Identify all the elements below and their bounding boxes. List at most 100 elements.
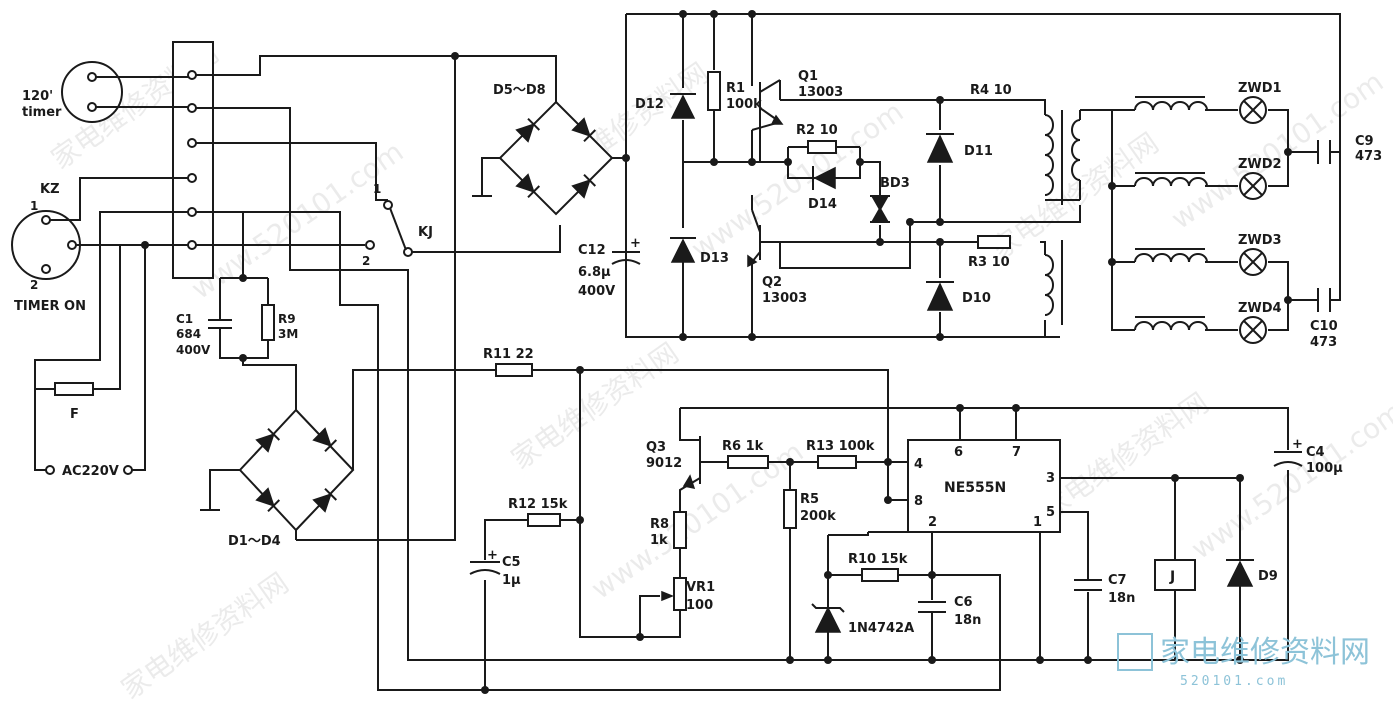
d11-label: D11	[964, 144, 993, 159]
c5-value: 1μ	[502, 573, 521, 588]
d12-label: D12	[635, 97, 664, 112]
zwd1-label: ZWD1	[1238, 81, 1282, 96]
r11-resistor: R11 22	[483, 347, 534, 377]
r8-label: R8	[650, 517, 669, 532]
kz-pin2: 2	[30, 278, 38, 292]
zwd4-label: ZWD4	[1238, 301, 1282, 316]
r9-value: 3M	[278, 327, 298, 341]
transformer	[1044, 110, 1081, 325]
bridge-d5-d8: D5～D8	[455, 55, 626, 216]
timer-label: timer	[22, 105, 62, 120]
control-wires	[484, 369, 1289, 690]
plus-sign: +	[487, 548, 498, 563]
lamp-zwd4: ZWD4	[1238, 301, 1282, 344]
ne555-ic: NE555N 4 8 6 7 3 5 2 1	[907, 439, 1061, 533]
ic-pin3: 3	[1046, 471, 1055, 486]
r8-value: 1k	[650, 533, 668, 548]
plus-sign: +	[630, 236, 641, 251]
ac-label: AC220V	[62, 464, 119, 479]
c9-value: 473	[1355, 149, 1382, 164]
watermark-text: 家电维修资料网	[985, 126, 1164, 265]
c10-label: C10	[1310, 319, 1338, 334]
q3-label: Q3	[646, 440, 666, 455]
c9-capacitor: C9 473	[1317, 134, 1382, 164]
r2-resistor: R2 10	[796, 123, 838, 154]
watermark-text: 家电维修资料网	[115, 566, 294, 705]
ic-pin7: 7	[1012, 445, 1021, 460]
c12-voltage: 400V	[578, 284, 615, 299]
c5-capacitor: + C5 1μ	[469, 548, 521, 588]
c9-label: C9	[1355, 134, 1374, 149]
d10-label: D10	[962, 291, 991, 306]
lamp-zwd1: ZWD1	[1238, 81, 1282, 124]
c1-voltage: 400V	[176, 343, 211, 357]
r12-label: R12 15k	[508, 497, 568, 512]
zener-label: 1N4742A	[848, 621, 914, 636]
q1-value: 13003	[798, 85, 843, 100]
q2-label: Q2	[762, 275, 782, 290]
relay-label: J	[1169, 569, 1175, 585]
ic-label: NE555N	[944, 480, 1006, 496]
r4-label: R4 10	[970, 83, 1012, 98]
watermark-text: www.520101.com	[1185, 395, 1393, 566]
plus-sign: +	[1292, 437, 1303, 452]
c6-label: C6	[954, 595, 973, 610]
ic-pin5: 5	[1046, 505, 1055, 520]
c4-capacitor: + C4 100μ	[1273, 437, 1343, 476]
d14-diode: D14	[808, 166, 837, 212]
q3-transistor: Q3 9012	[646, 436, 701, 489]
q1-label: Q1	[798, 69, 818, 84]
r1-value: 100k	[726, 97, 762, 112]
watermark-text: www.520101.com	[685, 95, 909, 266]
r5-resistor: R5 200k	[783, 489, 836, 529]
d13-diode: D13	[670, 237, 729, 266]
kj-pin1: 1	[373, 182, 381, 196]
c4-value: 100μ	[1306, 461, 1343, 476]
r6-resistor: R6 1k	[722, 439, 769, 469]
kj-label: KJ	[418, 225, 433, 240]
c7-label: C7	[1108, 573, 1127, 588]
ic-pin1: 1	[1033, 515, 1042, 530]
d1d4-label: D1～D4	[228, 534, 281, 549]
r3-label: R3 10	[968, 255, 1010, 270]
vr1-potentiometer: VR1 100	[661, 577, 715, 613]
c6-value: 18n	[954, 613, 981, 628]
relay-coil: J	[1154, 559, 1196, 591]
zener-1n4742a: 1N4742A	[811, 603, 914, 636]
d5d8-label: D5～D8	[493, 83, 546, 98]
watermark-layer: 家电维修资料网 www.520101.com 家电维修资料网 www.52010…	[45, 36, 1393, 705]
lamp-zwd3: ZWD3	[1238, 233, 1282, 276]
fuse-label: F	[70, 407, 79, 422]
ic-pin2: 2	[928, 515, 937, 530]
wires-left	[34, 55, 1160, 691]
zwd2-label: ZWD2	[1238, 157, 1282, 172]
kz-label: KZ	[40, 182, 60, 197]
r13-label: R13 100k	[806, 439, 875, 454]
site-logo: 家电维修资料网 520101.com	[1117, 633, 1370, 689]
d12-diode: D12	[635, 93, 696, 119]
timer-socket: 120' timer	[22, 61, 123, 123]
kz-pin1: 1	[30, 199, 38, 213]
c12-value: 6.8μ	[578, 265, 611, 280]
ic-pin6: 6	[954, 445, 963, 460]
d9-diode: D9	[1226, 559, 1278, 587]
r3-resistor: R3 10	[968, 235, 1011, 270]
q2-value: 13003	[762, 291, 807, 306]
r6-label: R6 1k	[722, 439, 764, 454]
lamp-zwd2: ZWD2	[1238, 157, 1282, 200]
bridge-d1-d4: D1～D4	[200, 369, 500, 549]
lamp-inductors	[1134, 96, 1208, 331]
terminal-strip	[172, 41, 214, 279]
r2-label: R2 10	[796, 123, 838, 138]
c7-value: 18n	[1108, 591, 1135, 606]
r10-label: R10 15k	[848, 552, 908, 567]
c1-capacitor: C1 684 400V	[176, 310, 232, 357]
d14-label: D14	[808, 197, 837, 212]
r9-resistor: R9 3M	[261, 304, 298, 341]
vr1-value: 100	[686, 598, 713, 613]
d10-diode: D10	[926, 281, 991, 311]
r1-resistor: R1 100k	[707, 71, 762, 112]
d9-label: D9	[1258, 569, 1278, 584]
q1-transistor: Q1 13003	[751, 69, 843, 131]
